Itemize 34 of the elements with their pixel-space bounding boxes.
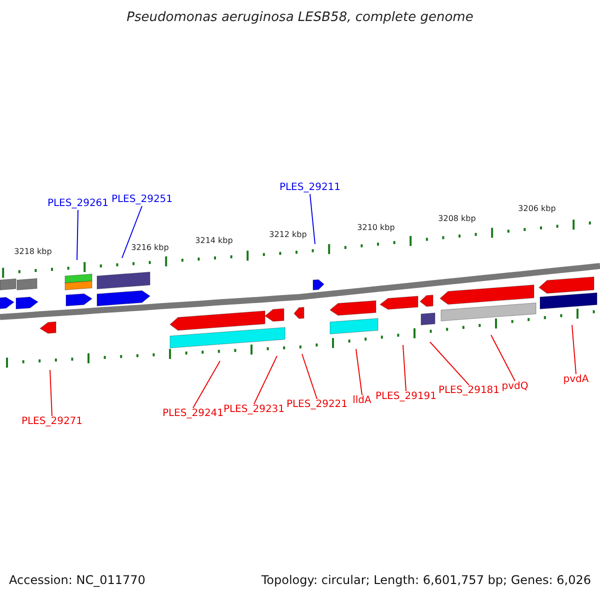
leader-line (490, 334, 516, 382)
gene-label: PLES_29251 (111, 194, 173, 206)
gene-label: PLES_29211 (279, 182, 341, 194)
gene-label: lldA (352, 395, 372, 407)
leader-line (572, 324, 576, 374)
gene-label: PLES_29261 (47, 198, 109, 210)
scale-label: 3206 kbp (518, 204, 556, 213)
scale-label: 3208 kbp (438, 214, 476, 223)
leader-line (402, 344, 406, 392)
leader-line (122, 206, 142, 258)
leader-line (302, 354, 318, 400)
title: Pseudomonas aeruginosa LESB58, complete genome (126, 10, 474, 25)
gene-label: PLES_29221 (286, 399, 348, 411)
genome-summary-text: Topology: circular; Length: 6,601,757 bp; Genes: 6,026 (261, 573, 591, 587)
leader-line (310, 194, 316, 244)
gene-label: pvdQ (502, 381, 528, 393)
leader-line (76, 210, 78, 260)
gene-label: PLES_29231 (223, 404, 285, 416)
leader-line (192, 360, 220, 408)
scale-label: 3210 kbp (357, 223, 395, 232)
gene-label: PLES_29271 (21, 416, 83, 428)
leader-line (50, 370, 52, 416)
gene-label: PLES_29191 (375, 391, 437, 403)
scale-label: 3212 kbp (269, 230, 307, 239)
gene-label: pvdA (563, 374, 589, 386)
scale-label: 3218 kbp (14, 247, 52, 256)
leader-line (430, 342, 470, 386)
scale-label: 3216 kbp (131, 243, 169, 252)
leader-line (254, 356, 278, 404)
scale-label: 3214 kbp (195, 236, 233, 245)
leader-line (356, 348, 362, 396)
accession-text: Accession: NC_011770 (9, 573, 146, 587)
gene-label: PLES_29181 (438, 385, 500, 397)
gene-label: PLES_29241 (162, 408, 224, 420)
